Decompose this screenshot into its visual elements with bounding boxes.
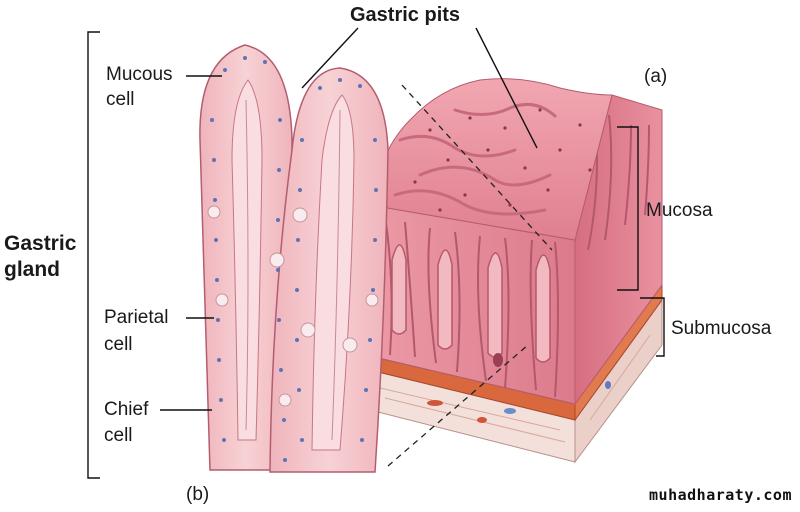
parietal-cell-label-line2: cell xyxy=(104,334,133,355)
leader-lines xyxy=(87,27,665,479)
chief-cell-label-line1: Chief xyxy=(104,399,149,420)
mucosa-block xyxy=(369,78,663,406)
zoom-lines xyxy=(387,84,553,467)
parietal-cell-label-line1: Parietal xyxy=(104,307,169,328)
watermark-text: muhadharaty.com xyxy=(649,486,792,504)
gastric-gland-enlarged xyxy=(199,44,389,473)
chief-cell-label-line2: cell xyxy=(104,425,133,446)
mucous-cell-label-line2: cell xyxy=(106,89,135,110)
mucous-cell-label-line1: Mucous xyxy=(106,64,173,85)
panel-b-label: (b) xyxy=(186,484,210,505)
gastric-gland-label-line2: gland xyxy=(4,258,60,281)
gastric-gland-label-line1: Gastric xyxy=(4,232,77,255)
submucosa-label: Submucosa xyxy=(671,318,772,339)
gastric-pits-label: Gastric pits xyxy=(350,4,461,26)
panel-a-label: (a) xyxy=(644,66,668,87)
mucosa-label: Mucosa xyxy=(646,200,713,221)
